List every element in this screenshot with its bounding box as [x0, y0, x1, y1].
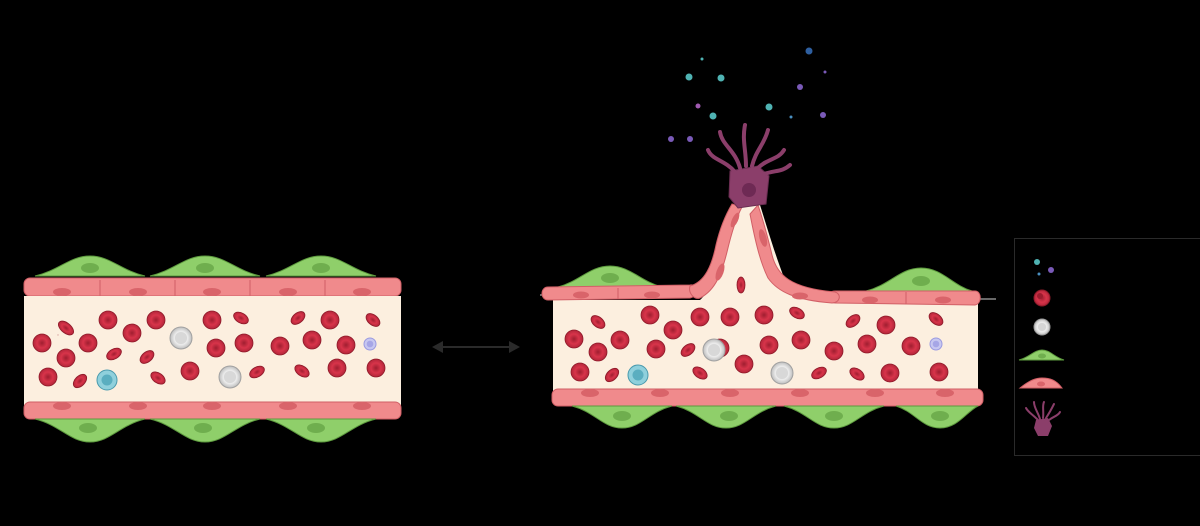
endothelium-bottom — [24, 402, 401, 419]
white-blood-cell-nucleus — [776, 367, 788, 379]
pericyte-row-top — [35, 256, 376, 276]
red-blood-cell — [755, 306, 773, 324]
white-blood-cell-icon — [1034, 319, 1050, 335]
red-blood-cell — [99, 311, 117, 329]
red-blood-cell — [321, 311, 339, 329]
red-blood-cell — [691, 308, 709, 326]
red-blood-cell — [181, 362, 199, 380]
tip-cell — [708, 125, 790, 208]
red-blood-cell — [735, 355, 753, 373]
endothelial-cell-icon — [1020, 378, 1062, 388]
red-blood-cell — [203, 311, 221, 329]
red-blood-cell — [664, 321, 682, 339]
red-blood-cell — [235, 334, 253, 352]
red-blood-cell — [123, 324, 141, 342]
white-blood-cell-nucleus — [224, 371, 236, 383]
growth-factors-icon — [1034, 259, 1054, 276]
left-vessel — [24, 256, 401, 442]
red-blood-cell-icon — [1034, 290, 1050, 306]
red-blood-cell — [565, 330, 583, 348]
red-blood-cell — [902, 337, 920, 355]
white-blood-cell-nucleus — [708, 344, 720, 356]
bidirectional-arrow — [432, 341, 520, 353]
white-blood-cell-nucleus — [175, 332, 187, 344]
red-blood-cell — [147, 311, 165, 329]
red-blood-cell — [589, 343, 607, 361]
growth-factors — [668, 48, 827, 143]
red-blood-cell — [33, 334, 51, 352]
red-blood-cell — [825, 342, 843, 360]
red-blood-cell — [930, 363, 948, 381]
red-blood-cell — [858, 335, 876, 353]
endothelium-top — [24, 278, 401, 296]
red-blood-cell — [79, 334, 97, 352]
red-blood-cell — [571, 363, 589, 381]
monocyte-nucleus — [102, 375, 113, 386]
right-vessel — [540, 48, 996, 429]
legend — [1015, 239, 1200, 456]
red-blood-cell — [647, 340, 665, 358]
red-blood-cell — [721, 308, 739, 326]
red-blood-cell — [792, 331, 810, 349]
endothelium-bottom-right — [552, 389, 983, 406]
red-blood-cell — [57, 349, 75, 367]
red-blood-cell — [877, 316, 895, 334]
red-blood-cell — [303, 331, 321, 349]
red-blood-cell — [39, 368, 57, 386]
platelet-nucleus — [367, 341, 374, 348]
red-blood-cell — [737, 277, 745, 293]
pericyte-row-bottom — [35, 419, 376, 442]
tip-cell-icon — [1026, 402, 1060, 436]
red-blood-cell — [328, 359, 346, 377]
red-blood-cell — [760, 336, 778, 354]
pericyte-icon — [1019, 350, 1064, 360]
red-blood-cell — [881, 364, 899, 382]
red-blood-cell — [641, 306, 659, 324]
platelet-nucleus — [933, 341, 940, 348]
red-blood-cell — [611, 331, 629, 349]
red-blood-cell — [271, 337, 289, 355]
red-blood-cell — [367, 359, 385, 377]
red-blood-cell — [337, 336, 355, 354]
pericyte-row-bottom-right — [572, 406, 978, 428]
monocyte-nucleus — [633, 370, 644, 381]
red-blood-cell — [207, 339, 225, 357]
